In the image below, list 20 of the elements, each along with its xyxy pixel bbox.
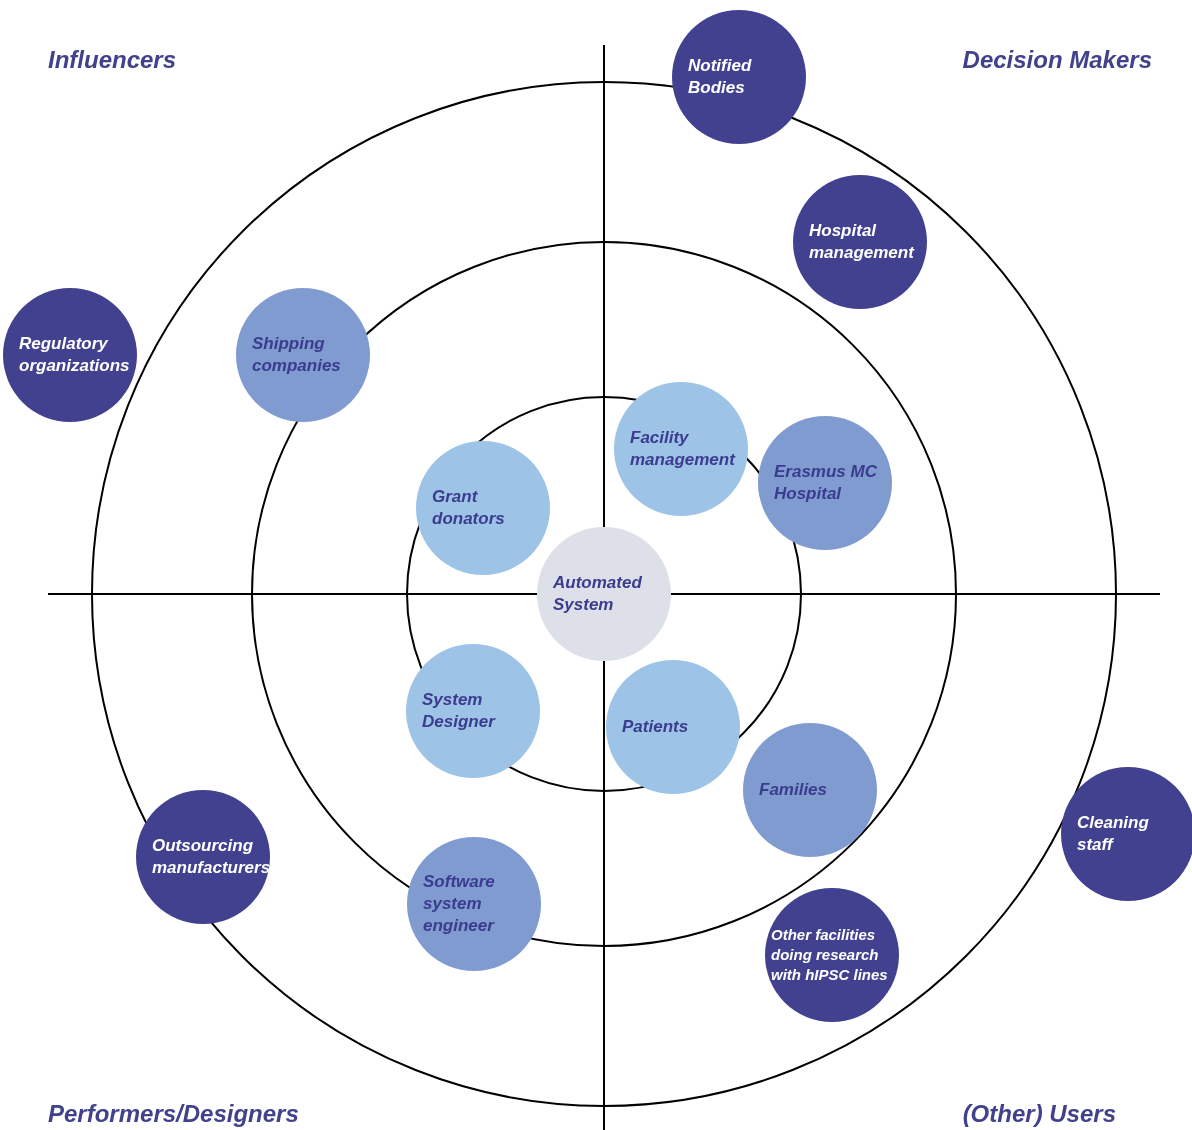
stakeholder-name: Hospital management (809, 220, 916, 264)
stakeholder-name: Patients (622, 716, 689, 738)
stakeholder-name: Cleaning staff (1077, 812, 1150, 856)
stakeholder-name: System Designer (422, 689, 497, 733)
stakeholder-name: Shipping companies (252, 333, 342, 377)
stakeholder-name: Grant donators (432, 486, 506, 530)
stakeholder-name: Regulatory organizations (19, 333, 130, 377)
stakeholder-name: Automated System (553, 572, 643, 616)
stakeholder-name: Erasmus MC Hospital (774, 461, 878, 505)
stakeholder-name: Other facilities doing research with hIPSC lines (771, 925, 889, 985)
stakeholder-name: Facility management (630, 427, 737, 471)
quadrant-title: Decision Makers (962, 46, 1152, 74)
stakeholder-name: Families (759, 779, 828, 801)
stakeholder-circle (606, 660, 740, 794)
quadrant-title: (Other) Users (962, 1100, 1116, 1128)
quadrant-title: Influencers (48, 46, 177, 74)
stakeholder-name: Notified Bodies (688, 55, 753, 99)
stakeholder-name: Software system engineer (423, 871, 496, 937)
stakeholder-name: Outsourcing manufacturers (152, 835, 271, 879)
quadrant-title: Performers/Designers (48, 1100, 299, 1128)
